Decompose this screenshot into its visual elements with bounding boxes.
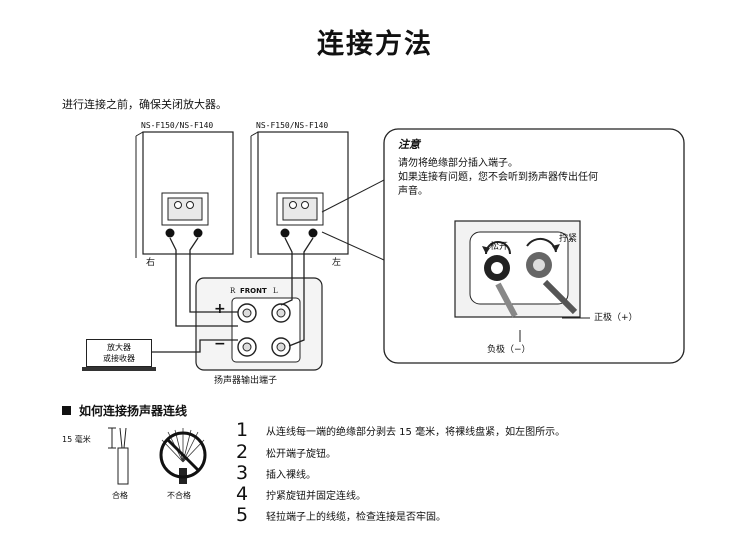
speaker-right-label: 右 xyxy=(146,258,156,268)
note-line-1: 请勿将绝缘部分插入端子。 xyxy=(398,158,518,169)
intro-text: 进行连接之前，确保关闭放大器。 xyxy=(62,98,227,111)
plus-sign: + xyxy=(214,301,226,317)
square-bullet-icon xyxy=(62,406,71,415)
loosen-label: 松开 xyxy=(490,242,509,252)
front-label: FRONT xyxy=(240,287,267,295)
left-speaker-model: NS-F150/NS-F140 xyxy=(256,121,329,130)
amplifier-label-line1: 放大器 xyxy=(107,343,131,352)
speaker-right-cabinet xyxy=(135,131,234,258)
step-text: 松开端子旋钮。 xyxy=(266,448,336,460)
step-3: 3 插入裸线。 xyxy=(236,462,316,484)
l-mark: L xyxy=(273,287,278,295)
positive-label: 正极（+） xyxy=(594,313,638,323)
step-text: 插入裸线。 xyxy=(266,469,316,481)
terminal-closeup xyxy=(454,220,590,342)
strip-length-label: 15 毫米 xyxy=(62,435,91,444)
callout-line xyxy=(321,231,385,261)
step-1: 1 从连线每一端的绝缘部分剥去 15 毫米，将裸线盘紧，如左图所示。 xyxy=(236,419,565,441)
howto-heading: 如何连接扬声器连线 xyxy=(62,402,187,419)
speaker-left-label: 左 xyxy=(332,258,342,268)
amplifier-label-line2: 或接收器 xyxy=(103,354,135,363)
amplifier-box: 放大器 或接收器 xyxy=(86,339,152,367)
bad-wire-illustration xyxy=(159,428,207,484)
speaker-cables xyxy=(152,237,314,353)
step-number: 5 xyxy=(236,504,249,526)
step-2: 2 松开端子旋钮。 xyxy=(236,441,336,463)
step-number: 1 xyxy=(236,419,249,441)
note-title: 注意 xyxy=(398,138,420,151)
fail-label: 不合格 xyxy=(167,491,191,500)
r-mark: R xyxy=(230,287,236,295)
page-title: 连接方法 xyxy=(317,29,433,60)
speaker-left-cabinet xyxy=(250,131,349,258)
note-line-2: 如果连接有问题，您不会听到扬声器传出任何 xyxy=(398,172,598,183)
step-text: 轻拉端子上的线缆，检查连接是否牢固。 xyxy=(266,511,446,523)
step-5: 5 轻拉端子上的线缆，检查连接是否牢固。 xyxy=(236,504,446,526)
minus-sign: − xyxy=(214,336,226,352)
callout-line xyxy=(321,179,385,213)
tighten-label: 拧紧 xyxy=(559,234,578,244)
step-4: 4 拧紧旋钮并固定连线。 xyxy=(236,483,366,505)
step-number: 4 xyxy=(236,483,249,505)
note-line-3: 声音。 xyxy=(398,186,428,197)
step-number: 2 xyxy=(236,441,249,463)
howto-heading-text: 如何连接扬声器连线 xyxy=(79,404,188,418)
amplifier-base xyxy=(82,367,156,371)
terminal-caption: 扬声器输出端子 xyxy=(214,376,278,386)
step-number: 3 xyxy=(236,462,249,484)
step-text: 从连线每一端的绝缘部分剥去 15 毫米，将裸线盘紧，如左图所示。 xyxy=(266,426,566,438)
negative-label: 负极（−） xyxy=(487,345,531,355)
step-text: 拧紧旋钮并固定连线。 xyxy=(266,490,366,502)
pass-label: 合格 xyxy=(112,491,128,500)
right-speaker-model: NS-F150/NS-F140 xyxy=(141,121,214,130)
wire-strip-illustration xyxy=(108,427,129,485)
